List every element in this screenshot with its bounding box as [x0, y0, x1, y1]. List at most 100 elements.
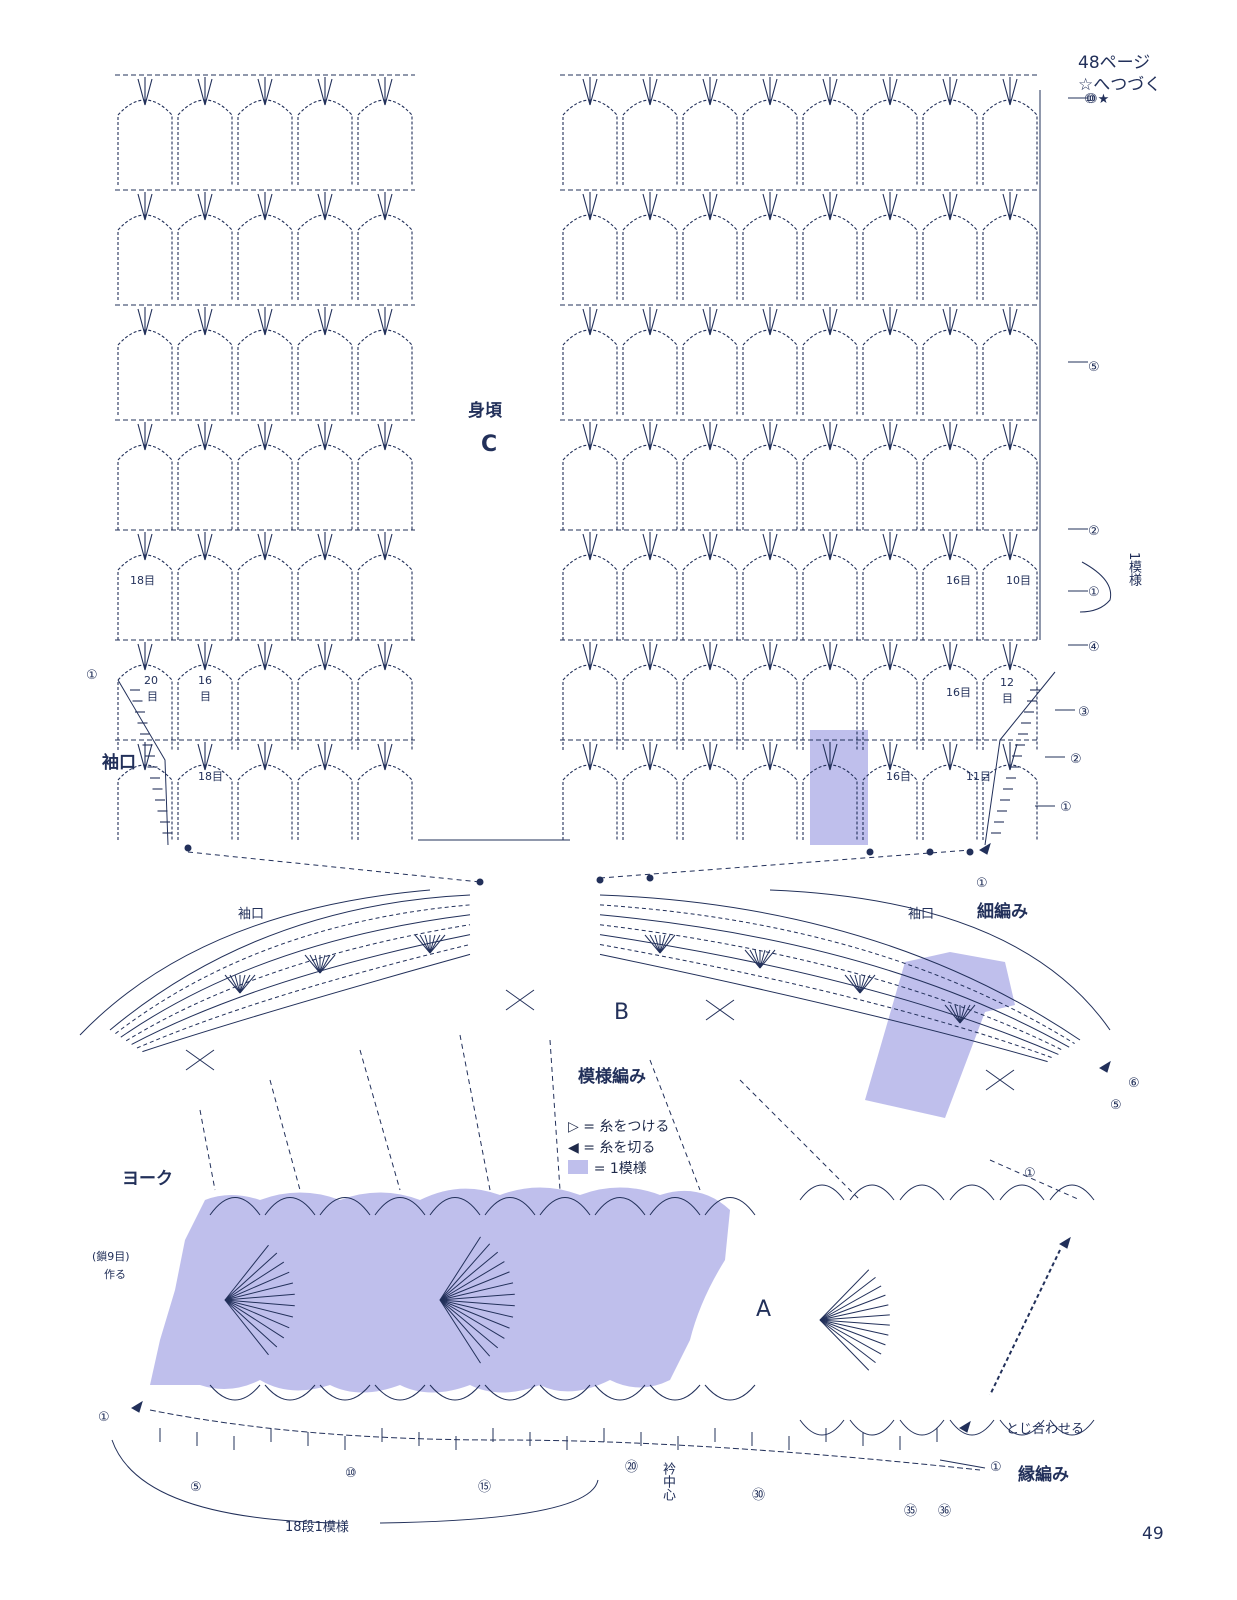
b-right-arc [599, 944, 1054, 1059]
a-fan-stem [224, 1261, 285, 1301]
c-arch [742, 664, 798, 750]
c-arch [297, 99, 353, 185]
row-marker-a-20: ⑳ [625, 1460, 639, 1475]
b-left-arc [120, 914, 471, 1038]
c-fan [582, 192, 598, 221]
c-arch [742, 99, 798, 185]
a-fan-stem [439, 1236, 481, 1301]
c-fan [317, 742, 333, 771]
body-letter: C [481, 432, 498, 457]
row-marker-a-15: ⑮ [478, 1480, 492, 1495]
c-fan [377, 192, 393, 221]
a-scallop-bottom [1049, 1419, 1095, 1436]
c-fan [882, 77, 898, 106]
c-arch [357, 664, 413, 750]
c-arch [297, 764, 353, 840]
c-arch [742, 214, 798, 300]
b-left-arc [131, 934, 471, 1045]
b-fan-stem [239, 974, 246, 994]
a-scallop-top [704, 1197, 756, 1216]
c-arch [177, 329, 233, 415]
c-fan [257, 532, 273, 561]
b-fan-stem [309, 954, 321, 974]
c-arch [357, 764, 413, 840]
a-scallop-bottom [319, 1384, 371, 1401]
c-arch [682, 444, 738, 530]
c-fan [822, 77, 838, 106]
row-marker-c-2b: ② [1070, 752, 1082, 767]
highlight-b-repeat [865, 952, 1015, 1118]
a-fan-stem [819, 1319, 882, 1355]
c-arch [742, 554, 798, 640]
c-fan [762, 307, 778, 336]
c-arch [117, 99, 173, 185]
c-fan [377, 422, 393, 451]
a-scallop-top [1049, 1184, 1095, 1201]
row-marker-a-35: ㉟ [904, 1504, 918, 1519]
c-fan [582, 642, 598, 671]
a-right-join-line [989, 1249, 1061, 1396]
b-fan-stem [859, 974, 866, 994]
count-c-right-row2b: 12 [1000, 676, 1014, 689]
row-marker-a-1: ① [98, 1410, 110, 1425]
c-to-b-dashed [187, 849, 971, 883]
a-scallop-top [429, 1197, 481, 1216]
c-fan [762, 192, 778, 221]
c-fan [1002, 77, 1018, 106]
b-fan-stem [319, 954, 336, 974]
c-arch [862, 444, 918, 530]
count-c-right-row3a: 16目 [886, 770, 911, 783]
attach-yarn-icon: ▷ [568, 1119, 579, 1135]
c-arch [862, 99, 918, 185]
c-arch [622, 329, 678, 415]
b-right-outline [769, 889, 1111, 1031]
a-fan-stem [224, 1244, 269, 1301]
c-arch [357, 214, 413, 300]
row-marker-a-36: ㊱ [938, 1504, 952, 1519]
cut-yarn-triangle [979, 842, 991, 855]
a-fan-stem [819, 1319, 886, 1346]
c-fan [702, 77, 718, 106]
c-arch [297, 444, 353, 530]
c-fan [317, 307, 333, 336]
c-fan [942, 532, 958, 561]
a-fan-stem [439, 1299, 491, 1357]
a-scallop-bottom [649, 1384, 701, 1401]
c-fan [377, 77, 393, 106]
a-fan-stem [439, 1243, 491, 1301]
b-left-arc [109, 894, 471, 1031]
c-fan [702, 532, 718, 561]
c-fan [702, 642, 718, 671]
a-fan-stem [819, 1319, 876, 1364]
c-fan [582, 307, 598, 336]
a-scallop-bottom [849, 1419, 895, 1436]
c-arch [237, 764, 293, 840]
c-arch [622, 664, 678, 750]
c-fan [642, 422, 658, 451]
b-fan-stem [859, 974, 876, 994]
sleeve-label-left: 袖口 [102, 753, 136, 773]
c-fan [317, 192, 333, 221]
a-fan-stem [439, 1293, 515, 1301]
row-marker-b-1: ① [1024, 1166, 1036, 1181]
c-fan [882, 532, 898, 561]
one-repeat-vertical: 1模様 [1126, 552, 1141, 587]
attach-yarn-text: = 糸をつける [583, 1119, 670, 1135]
c-fan [882, 422, 898, 451]
c-fan [257, 642, 273, 671]
b-fan-stem [659, 934, 666, 954]
c-fan [642, 642, 658, 671]
yoke-a-stitch-fans [149, 1184, 1095, 1471]
legend-row-attach: ▷ = 糸をつける [568, 1116, 669, 1136]
c-fan [1002, 642, 1018, 671]
cut-yarn-text: = 糸を切る [583, 1140, 656, 1156]
body-title: 身頃 [468, 401, 502, 421]
c-right-sleeve-edge [984, 671, 1056, 846]
c-arch [177, 214, 233, 300]
b-fan-stem [749, 949, 761, 969]
c-arch [237, 329, 293, 415]
b-fan-stem [959, 1004, 976, 1024]
c-fan [882, 642, 898, 671]
a-fan-stem [439, 1261, 505, 1301]
